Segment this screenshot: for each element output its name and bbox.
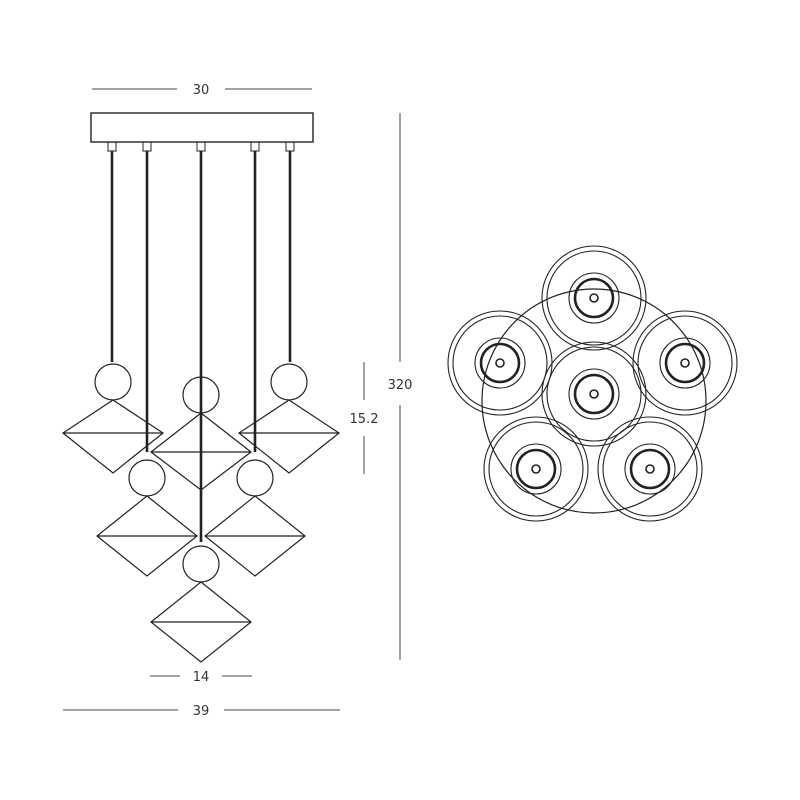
plan-outer-circle [481, 288, 707, 514]
dimension-canopy-width: 30 [92, 83, 312, 98]
plan-shade-left [447, 310, 553, 416]
plan-shade-right [632, 310, 738, 416]
overall-width-label: 39 [193, 704, 210, 719]
side-elevation [61, 112, 341, 663]
ceiling-canopy [90, 112, 314, 143]
canopy-width-label: 30 [193, 83, 210, 98]
cable-connectors [107, 141, 295, 152]
dimension-shade-width: 14 [150, 670, 252, 685]
pendant-bottom [150, 545, 252, 663]
pendant-right-upper [237, 363, 341, 474]
overall-height-label: 320 [388, 378, 413, 393]
pendant-cables [110, 151, 292, 542]
plan-shade-center [541, 341, 647, 447]
plan-shade-bottom-right [597, 416, 703, 522]
dimension-shade-height: 15.2 [350, 362, 379, 474]
plan-shade-top [541, 245, 647, 351]
pendant-center-upper [150, 376, 252, 491]
pendant-right-middle [204, 459, 306, 577]
dimension-overall-height: 320 [388, 113, 413, 660]
plan-shade-bottom-left [483, 416, 589, 522]
pendant-left-upper [61, 363, 165, 474]
pendant-left-middle [96, 459, 198, 577]
shade-width-label: 14 [193, 670, 210, 685]
dimension-overall-width: 39 [63, 704, 340, 719]
shade-height-label: 15.2 [350, 412, 379, 427]
plan-view [447, 245, 738, 522]
